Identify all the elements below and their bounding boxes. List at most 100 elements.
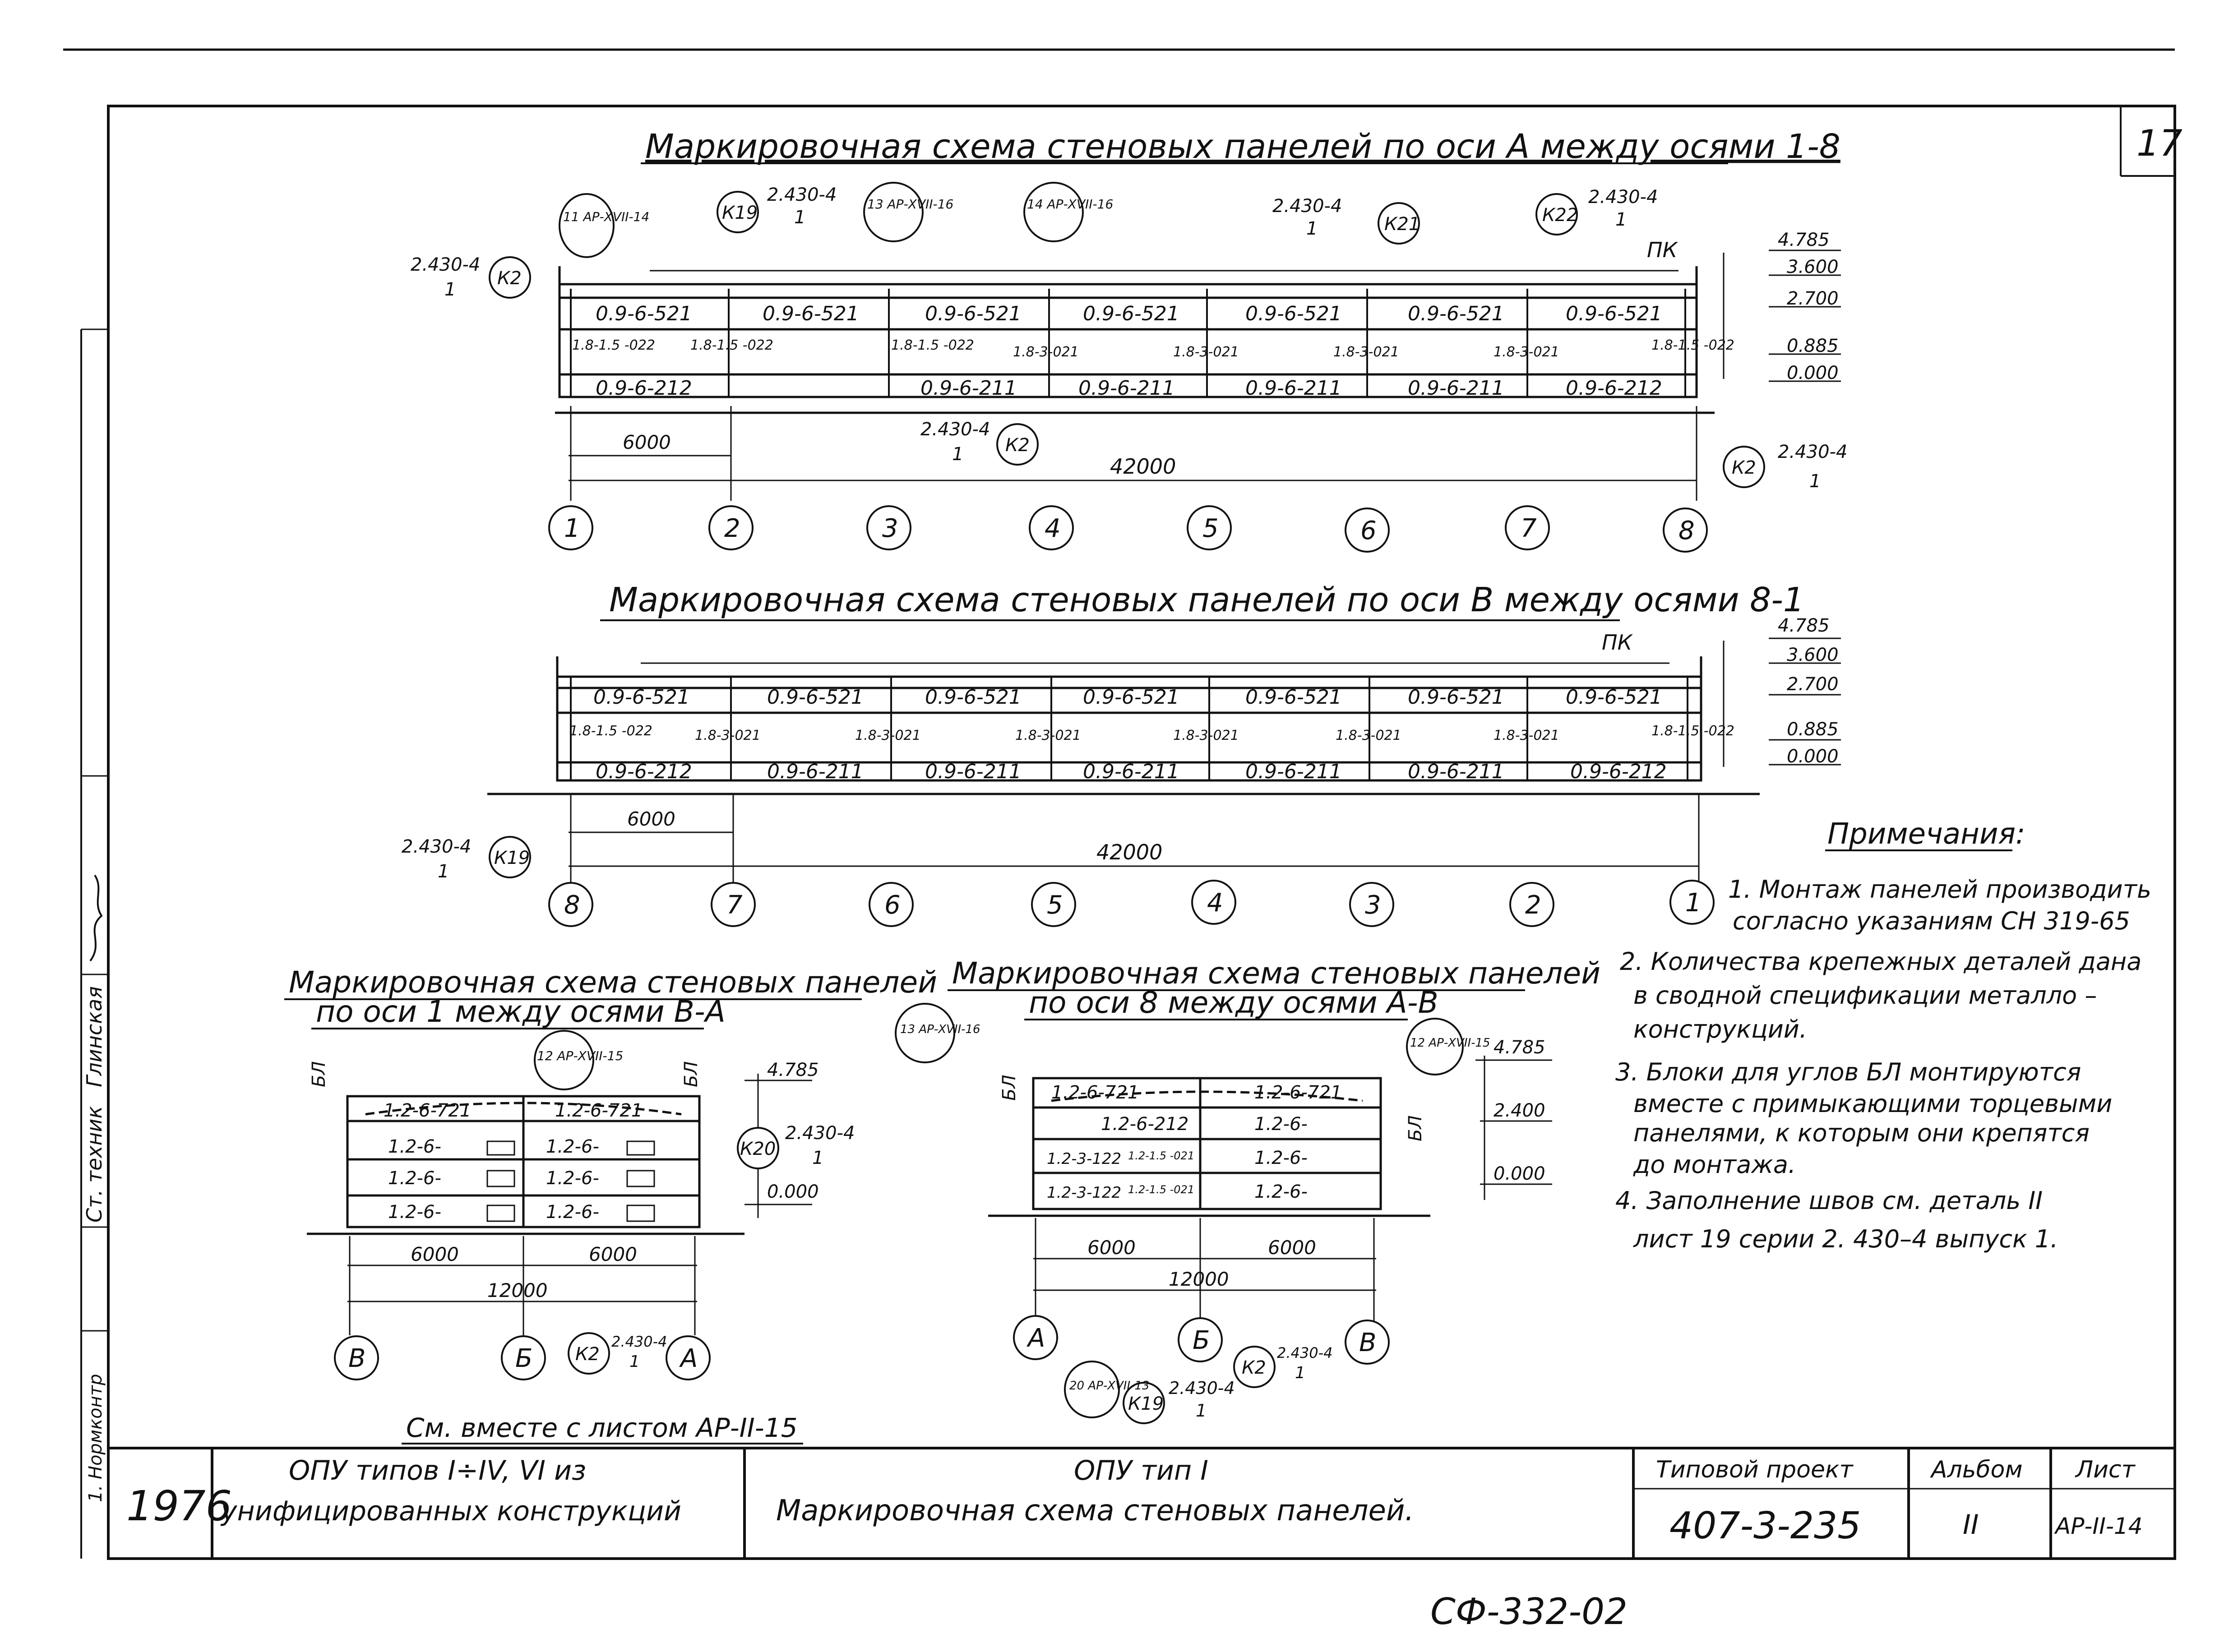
level-mark: 3.600 <box>1787 257 1839 277</box>
reference-issue: 1 <box>444 279 456 300</box>
scheme-a-columns <box>570 289 1686 397</box>
window-panel-label: 1.8-3-021 <box>1015 728 1081 743</box>
top-panel-label: 0.9-6-521 <box>1083 686 1179 709</box>
marker-bubble-k19: К19 <box>494 848 530 868</box>
window-panel-label: 1.2-1.5 -021 <box>1128 1183 1194 1196</box>
axis-marker: 7 <box>1521 514 1537 543</box>
marker-bubble-k2: К2 <box>1005 435 1030 456</box>
note-line: вместе с примыкающими торцевыми <box>1633 1089 2112 1118</box>
panel-label: 1.2-6-721 <box>1254 1082 1342 1103</box>
axis-marker: 1 <box>564 514 580 543</box>
sheet-frame <box>63 48 2176 1560</box>
reference-issue: 1 <box>1615 209 1627 230</box>
bottom-panel-label: 0.9-6-212 <box>1570 760 1667 783</box>
axis-marker: 6 <box>1360 516 1377 545</box>
window-panel-label: 1.8-1.5 -022 <box>1651 337 1734 353</box>
level-mark: 0.000 <box>1787 746 1839 767</box>
dimension-total: 12000 <box>487 1279 548 1301</box>
marker-bubble-k22: К22 <box>1542 205 1578 226</box>
sheet-code: АР-II-14 <box>2054 1513 2143 1539</box>
panel-label: 1.2-6- <box>1254 1181 1308 1202</box>
side-stamp: Ст. техник Глинская 1. Нормконтр <box>82 874 106 1502</box>
marker-bubble-k19: К19 <box>722 203 758 223</box>
title-block: 1976 ОПУ типов I÷IV, VI из унифицированн… <box>108 1447 2175 1559</box>
marker-bubble-11: 11 АР-XVII-14 <box>563 209 649 224</box>
panel-label: 1.2-6- <box>388 1202 441 1223</box>
marker-bubble-k21: К21 <box>1384 214 1420 235</box>
stamp-extra: 1. Нормконтр <box>85 1374 106 1502</box>
reference-series: 2.430-4 <box>1272 196 1342 217</box>
top-panel-label: 0.9-6-521 <box>925 686 1022 709</box>
marker-bubble-12: 12 АР-XVII-15 <box>537 1048 623 1063</box>
scheme-axis-8: Маркировочная схема стеновых панелей по … <box>895 956 1600 1424</box>
marker-bubble-14: 14 АР-XVII-16 <box>1027 197 1113 212</box>
object-line-2: унифицированных конструкций <box>220 1495 681 1527</box>
note-line: согласно указаниям СН 319-65 <box>1733 907 2130 935</box>
level-mark: 0.000 <box>1494 1163 1545 1184</box>
level-mark: 4.785 <box>1778 230 1830 250</box>
level-mark: 3.600 <box>1787 645 1839 665</box>
axis-marker: В <box>348 1344 365 1373</box>
axis-marker: А <box>1027 1324 1045 1353</box>
dimension-span: 6000 <box>589 1243 637 1265</box>
album-number: II <box>1963 1509 1979 1541</box>
window-panel-label: 1.8-3-021 <box>1333 344 1399 360</box>
project-year: 1976 <box>126 1482 232 1530</box>
window-panel-label: 1.8-1.5 -022 <box>891 337 974 353</box>
marker-bubble-12: 12 АР-XVII-15 <box>1410 1036 1490 1050</box>
panel-label: 1.2-6-721 <box>555 1100 643 1121</box>
axis-marker: 3 <box>1365 891 1381 920</box>
dimension-total: 42000 <box>1110 454 1176 479</box>
level-mark: 4.785 <box>767 1060 819 1080</box>
note-line: в сводной спецификации металло – <box>1633 981 2097 1010</box>
axis-marker: 5 <box>1202 514 1219 543</box>
see-also-note: См. вместе с листом АР-II-15 <box>406 1412 798 1443</box>
axis-marker: 6 <box>884 891 901 920</box>
top-panel-label: 0.9-6-521 <box>593 686 690 709</box>
stamp-role: Ст. техник <box>82 1106 106 1223</box>
axis-marker: Б <box>515 1344 532 1373</box>
top-panel-label: 0.9-6-521 <box>767 686 864 709</box>
bottom-panel-label: 0.9-6-211 <box>1408 760 1504 783</box>
top-panel-label: 0.9-6-521 <box>596 302 692 325</box>
window-panel-label: 1.8-3-021 <box>1494 728 1559 743</box>
reference-series: 2.430-4 <box>1778 442 1847 462</box>
level-mark: 0.885 <box>1787 336 1839 356</box>
axis-marker: 4 <box>1045 514 1061 543</box>
reference-series: 2.430-4 <box>611 1333 667 1350</box>
object-line-1: ОПУ типов I÷IV, VI из <box>289 1455 586 1486</box>
top-panel-label: 0.9-6-521 <box>1245 302 1342 325</box>
sheet-title-line-2: Маркировочная схема стеновых панелей. <box>776 1494 1414 1527</box>
reference-series: 2.430-4 <box>920 419 990 440</box>
bottom-panel-label: 0.9-6-211 <box>920 377 1017 400</box>
marker-bubble-k20: К20 <box>740 1139 776 1159</box>
project-number: 407-3-235 <box>1669 1504 1861 1547</box>
scheme-8-subtitle: по оси 8 между осями А-В <box>1029 985 1438 1020</box>
panel-label: 1.2-6- <box>1254 1148 1308 1168</box>
reference-issue: 1 <box>794 207 805 228</box>
top-panel-label: 0.9-6-521 <box>763 302 859 325</box>
level-mark: 2.700 <box>1787 288 1839 309</box>
axis-marker: 8 <box>564 891 580 920</box>
reference-issue: 1 <box>1295 1364 1305 1382</box>
reference-series: 2.430-4 <box>767 185 837 205</box>
top-panel-label: 0.9-6-521 <box>1408 686 1504 709</box>
marker-bubble-k19: К19 <box>1128 1394 1164 1414</box>
reference-issue: 1 <box>952 444 963 465</box>
album-label: Альбом <box>1930 1456 2023 1483</box>
note-line: конструкций. <box>1633 1015 1807 1043</box>
panel-label: 1.2-6-721 <box>384 1100 471 1121</box>
reference-series: 2.430-4 <box>402 836 471 857</box>
note-line: лист 19 серии 2. 430–4 выпуск 1. <box>1633 1225 2058 1253</box>
window-panel-label: 1.8-3-021 <box>1494 344 1559 360</box>
panel-label: 1.2-3-122 <box>1047 1184 1121 1202</box>
window-panel-label: 1.8-1.5 -022 <box>569 723 652 739</box>
top-panel-label: 0.9-6-521 <box>1245 686 1342 709</box>
scheme-a: Маркировочная схема стеновых панелей по … <box>411 127 1847 553</box>
axis-marker: 1 <box>1685 888 1702 918</box>
bottom-panel-label: 0.9-6-212 <box>1566 377 1662 400</box>
panel-label: 1.2-6- <box>546 1202 599 1223</box>
level-mark: 4.785 <box>1494 1037 1545 1058</box>
signature <box>89 874 103 962</box>
pk-label: ПК <box>1602 630 1633 655</box>
